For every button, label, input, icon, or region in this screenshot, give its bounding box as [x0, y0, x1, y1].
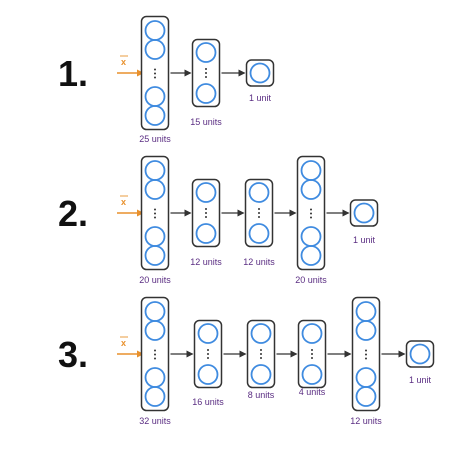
layer-units-label: 8 units — [248, 390, 275, 400]
layer-1: 20 units — [139, 155, 171, 285]
network-number-label: 3. — [58, 334, 88, 375]
layer-units-label: 12 units — [350, 416, 382, 426]
neuron-node — [197, 323, 219, 344]
neuron-node — [301, 364, 323, 385]
neuron-node — [144, 105, 166, 126]
neuron-node — [144, 320, 166, 341]
ellipsis-dots — [207, 349, 209, 359]
layer-6: 1 unit — [405, 340, 435, 385]
layer-2: 12 units — [190, 178, 222, 267]
layer-3: 8 units — [246, 319, 276, 400]
ellipsis-dots — [310, 208, 312, 219]
neuron-node — [300, 245, 322, 266]
layer-units-label: 32 units — [139, 416, 171, 426]
layer-units-label: 1 unit — [409, 375, 432, 385]
layer-5: 12 units — [350, 296, 382, 426]
ellipsis-dots — [154, 68, 156, 79]
ellipsis-dots — [260, 349, 262, 359]
layer-1: 25 units — [139, 15, 171, 144]
neuron-node — [144, 386, 166, 407]
network-number-label: 1. — [58, 53, 88, 94]
layer-4: 4 units — [297, 319, 327, 397]
ellipsis-dots — [154, 208, 156, 219]
ellipsis-dots — [258, 208, 260, 218]
layer-units-label: 20 units — [295, 275, 327, 285]
layer-units-label: 25 units — [139, 134, 171, 144]
layer-5: 1 unit — [349, 199, 379, 245]
neuron-node — [353, 202, 375, 224]
input-label: x — [121, 57, 126, 67]
layer-units-label: 20 units — [139, 275, 171, 285]
layer-units-label: 16 units — [192, 397, 224, 407]
neuron-node — [144, 245, 166, 266]
input-label: x — [121, 338, 126, 348]
neuron-node — [195, 83, 217, 104]
neuron-node — [248, 223, 270, 244]
layer-units-label: 12 units — [243, 257, 275, 267]
neuron-node — [355, 320, 377, 341]
input-label: x — [121, 197, 126, 207]
layer-units-label: 1 unit — [249, 93, 272, 103]
ellipsis-dots — [365, 349, 367, 360]
neuron-node — [409, 343, 431, 365]
neuron-node — [195, 42, 217, 63]
ellipsis-dots — [311, 349, 313, 359]
network-3: 3. x 32 units 16 units 8 units 4 units 12 unit… — [58, 296, 435, 426]
layer-units-label: 12 units — [190, 257, 222, 267]
layer-units-label: 4 units — [299, 387, 326, 397]
neuron-node — [249, 62, 271, 84]
network-1: 1. x 25 units 15 units 1 unit — [58, 15, 275, 144]
layer-4: 20 units — [295, 155, 327, 285]
neuron-node — [144, 39, 166, 60]
neuron-node — [250, 323, 272, 344]
ellipsis-dots — [154, 349, 156, 360]
neuron-node — [355, 386, 377, 407]
neuron-node — [248, 182, 270, 203]
layer-3: 1 unit — [245, 59, 275, 103]
layer-3: 12 units — [243, 178, 275, 267]
layer-1: 32 units — [139, 296, 171, 426]
ellipsis-dots — [205, 208, 207, 218]
neuron-node — [250, 364, 272, 385]
neuron-node — [144, 179, 166, 200]
neuron-node — [301, 323, 323, 344]
ellipsis-dots — [205, 68, 207, 78]
neuron-node — [195, 182, 217, 203]
layer-units-label: 1 unit — [353, 235, 376, 245]
neuron-node — [197, 364, 219, 385]
layer-2: 15 units — [190, 38, 222, 127]
neuron-node — [300, 179, 322, 200]
layer-units-label: 15 units — [190, 117, 222, 127]
network-2: 2. x 20 units 12 units 12 units 20 units 1 uni… — [58, 155, 379, 285]
neuron-node — [195, 223, 217, 244]
network-number-label: 2. — [58, 193, 88, 234]
layer-2: 16 units — [192, 319, 224, 407]
